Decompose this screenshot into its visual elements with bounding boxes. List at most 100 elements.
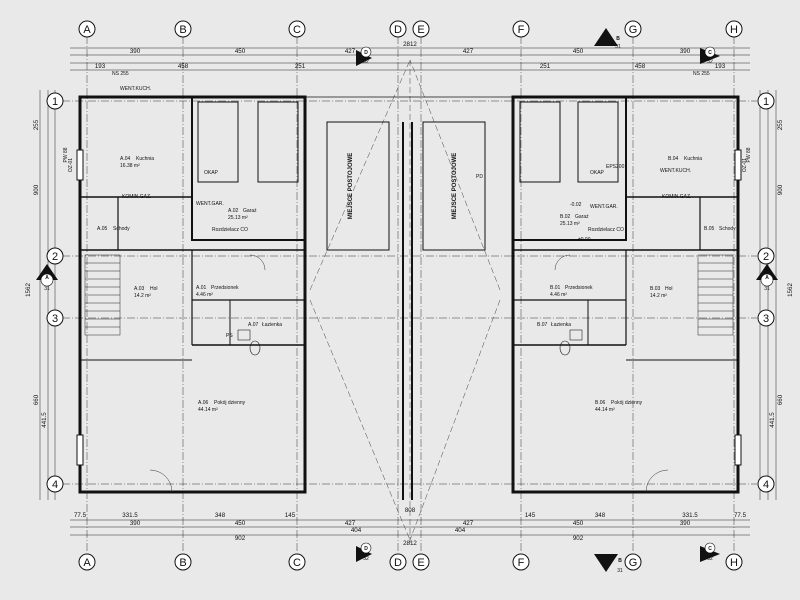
room-name: Pokój dzienny (214, 400, 246, 406)
column-bubble-E-top: E (412, 20, 430, 38)
column-label: H (730, 557, 738, 569)
room-code: A.07 (248, 322, 259, 328)
column-label: G (629, 24, 638, 36)
section-sheet: 31 (617, 568, 623, 574)
note-level-zero: ±0.00 (578, 237, 591, 243)
section-id: C (708, 50, 712, 56)
dimension-label: 348 (215, 512, 226, 519)
section-id: C (708, 546, 712, 552)
row-bubble-2-left: 2 (46, 247, 64, 265)
dimension-label: 458 (178, 63, 189, 70)
dimension-label: 427 (463, 520, 474, 527)
column-label: H (730, 24, 738, 36)
room-area: 4.46 m² (550, 292, 567, 298)
dimension-label: 2812 (403, 540, 417, 547)
door-swings (149, 254, 669, 493)
column-label: A (83, 557, 91, 569)
row-bubble-3-right: 3 (757, 309, 775, 327)
room-label-B02: B.02 Garaż 25.13 m² (560, 214, 589, 227)
column-bubble-A-top: A (78, 20, 96, 38)
room-area: 16.38 m² (120, 163, 140, 169)
row-bubble-1-right: 1 (757, 92, 775, 110)
note-eps: EPS200 (606, 164, 625, 170)
dimension-label: 427 (345, 520, 356, 527)
column-label: D (394, 557, 402, 569)
dimension-label: 450 (235, 520, 246, 527)
dimension-label: 902 (235, 535, 246, 542)
column-bubble-D-top: D (389, 20, 407, 38)
column-label: E (417, 24, 424, 36)
column-label: B (179, 557, 186, 569)
note-rozdzielacz-right: Rozdzielacz CO (588, 227, 624, 233)
dimension-label: 251 (295, 63, 306, 70)
section-marker-B-bottom: B 31 (594, 554, 623, 574)
parking-spaces (305, 96, 513, 500)
room-label-A02: A.02 Garaż 25.13 m² (228, 208, 257, 221)
note-okap-right: OKAP (590, 170, 605, 176)
column-bubble-A-bottom: A (78, 553, 96, 571)
section-marker-D-bottom: D 32 (356, 542, 372, 562)
dimension-label: 1562 (25, 283, 32, 297)
column-bubble-E-bottom: E (412, 553, 430, 571)
windows (76, 149, 742, 466)
section-sheet: 32 (363, 59, 369, 65)
column-bubble-G-bottom: G (624, 553, 642, 571)
section-sheet: 32 (363, 556, 369, 562)
dimension-label: 458 (635, 63, 646, 70)
room-area: 25.13 m² (560, 221, 580, 227)
stairs (84, 254, 734, 336)
parking-label: MIEJSCE POSTOJOWE (348, 153, 354, 220)
note-ns-right: NS 255 (693, 71, 710, 77)
row-label: 2 (763, 251, 769, 263)
row-label: 1 (52, 96, 58, 108)
note-went-gar-left: WENT.GAR. (196, 201, 224, 207)
dimension-label: 331.5 (682, 512, 698, 519)
dimension-label: 441.5 (769, 412, 776, 428)
dimension-label: 441.5 (41, 412, 48, 428)
room-area: 14.2 m² (650, 293, 667, 299)
note-window-left: OZ-01 (68, 158, 74, 172)
room-code: A.05 (97, 226, 108, 232)
dimension-label: 390 (130, 48, 141, 55)
room-area: 14.2 m² (134, 293, 151, 299)
column-bubble-C-bottom: C (288, 553, 306, 571)
row-bubble-1-left: 1 (46, 92, 64, 110)
column-bubble-F-bottom: F (512, 553, 530, 571)
dimension-label: 808 (405, 507, 416, 514)
room-label-B06: B.06 Pokój dzienny 44.14 m² (595, 400, 643, 413)
row-label: 2 (52, 251, 58, 263)
room-name: Kuchnia (136, 156, 154, 162)
room-name: Garaż (243, 208, 257, 214)
section-id: A (765, 275, 769, 281)
column-bubble-D-bottom: D (389, 553, 407, 571)
room-label-B03: B.03 Hol 14.2 m² (650, 286, 673, 299)
note-level-garage: -0.02 (570, 202, 582, 208)
room-name: Łazienka (551, 322, 571, 328)
room-name: Przedsionek (211, 285, 239, 291)
room-label-A04: A.04 Kuchnia 16.38 m² (120, 156, 154, 169)
dimension-label: 404 (351, 527, 362, 534)
column-bubble-H-bottom: H (725, 553, 743, 571)
room-area: 4.46 m² (196, 292, 213, 298)
room-code: B.03 (650, 286, 661, 292)
dimension-label: 255 (33, 119, 40, 130)
dimension-label: 900 (777, 184, 784, 195)
dimension-label: 77.5 (74, 512, 87, 519)
dimension-label: 251 (540, 63, 551, 70)
section-marker-A-left: A 31 (36, 264, 58, 292)
parking-label: MIEJSCE POSTOJOWE (452, 153, 458, 220)
section-id: D (364, 50, 368, 56)
room-label-B05: B.05 Schody (704, 226, 736, 232)
row-label: 4 (52, 479, 58, 491)
note-ps: PS (226, 333, 233, 339)
room-label-A05: A.05 Schody (97, 226, 130, 232)
section-marker-D-top: D 32 (356, 46, 372, 66)
row-bubble-3-left: 3 (46, 309, 64, 327)
column-bubble-F-top: F (512, 20, 530, 38)
dimension-lines (39, 47, 777, 536)
room-code: A.06 (198, 400, 209, 406)
section-cut-lines (309, 59, 501, 545)
section-sheet: 32 (707, 556, 713, 562)
section-sheet: 32 (707, 59, 713, 65)
